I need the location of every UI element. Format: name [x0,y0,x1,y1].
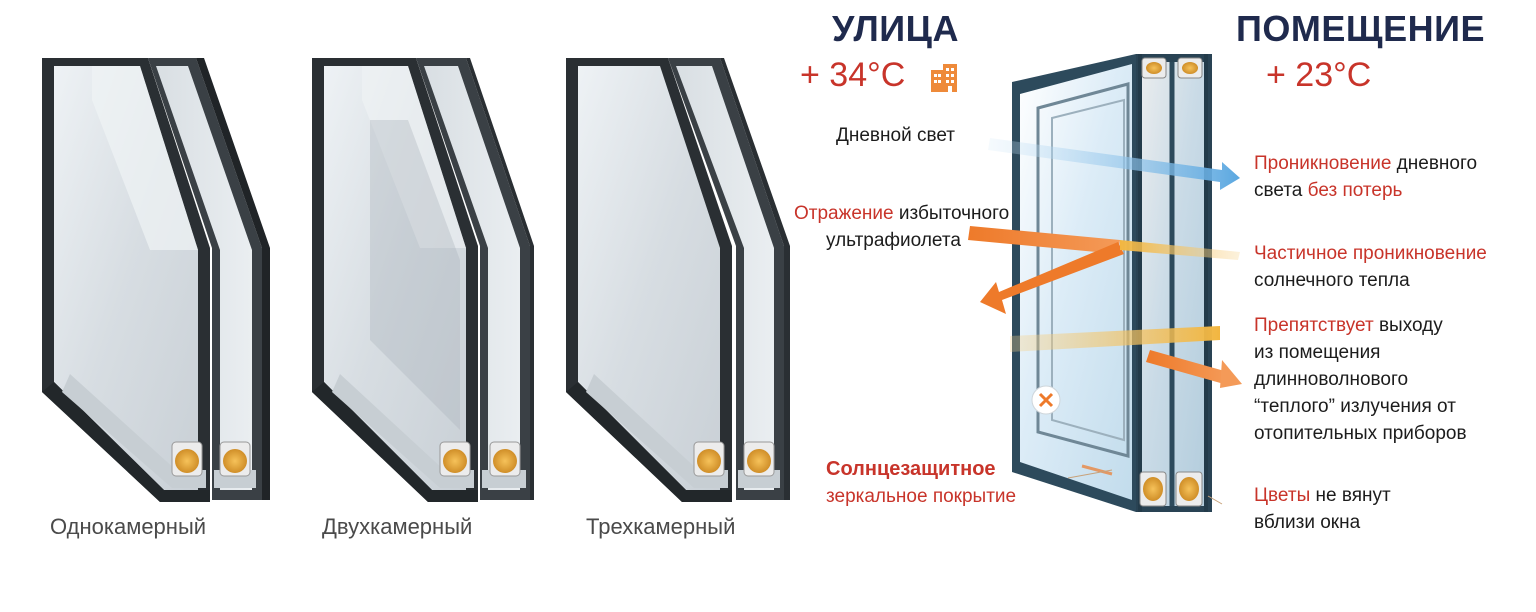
label-daylight: Дневной свет [836,125,955,146]
label-flowers: Цветы не вянут вблизи окна [1254,482,1391,536]
outside-heading: УЛИЦА [832,8,959,49]
caption-double-chamber: Двухкамерный [322,514,473,539]
label-penetration: Проникновение дневного света без потерь [1254,150,1477,204]
building-icon [931,64,957,92]
caption-triple-chamber: Трехкамерный [586,514,736,539]
label-coating-line1: Солнцезащитное [826,458,996,480]
label-partial-line2: солнечного тепла [1254,270,1410,291]
caption-single-chamber: Однокамерный [50,514,207,539]
daylight-ray [988,138,1240,190]
label-partial: Частичное проникновение солнечного тепла [1254,240,1487,294]
label-prevents-line5: отопительных приборов [1254,423,1467,444]
label-flowers-line2: вблизи окна [1254,512,1361,533]
label-penetration-red: Проникновение [1254,153,1392,174]
label-coating-line2: зеркальное покрытие [826,486,1017,507]
unit-triple-chamber [566,58,790,502]
unit-double-chamber [312,58,534,502]
label-penetration-rest: дневного [1391,153,1478,174]
partial-heat-ray [1120,240,1240,260]
unit-single-chamber [42,58,270,502]
inside-heading: ПОМЕЩЕНИЕ [1236,8,1485,49]
uv-incoming-ray [968,226,1120,254]
label-reflection: Отражение избыточного ультрафиолета [794,200,1009,254]
label-coating: Солнцезащитное зеркальное покрытие [826,456,1016,510]
label-flowers-rest: не вянут [1310,485,1391,506]
label-prevents-rest: выходу [1373,315,1443,336]
label-flowers-red: Цветы [1254,485,1311,506]
label-partial-red: Частичное проникновение [1254,243,1487,264]
label-reflection-rest: избыточного [893,203,1010,224]
label-reflection-red: Отражение [794,203,894,224]
outside-temperature: + 34°C [800,56,906,94]
label-reflection-line2: ультрафиолета [826,230,961,251]
label-prevents-line4: “теплого” излучения от [1254,396,1456,417]
label-prevents-line3: длинноволнового [1254,369,1409,390]
label-penetration-line2a: света [1254,180,1308,201]
label-prevents-line2: из помещения [1254,342,1381,363]
rays [968,138,1242,388]
label-prevents: Препятствует выходу из помещения длиннов… [1254,312,1467,447]
label-prevents-red: Препятствует [1254,315,1374,336]
orange-right-ray [1146,350,1228,384]
uv-reflected-ray [980,242,1124,314]
inside-temperature: + 23°C [1266,56,1372,94]
longwave-ray [1010,326,1220,352]
label-penetration-line2b: без потерь [1307,180,1403,201]
